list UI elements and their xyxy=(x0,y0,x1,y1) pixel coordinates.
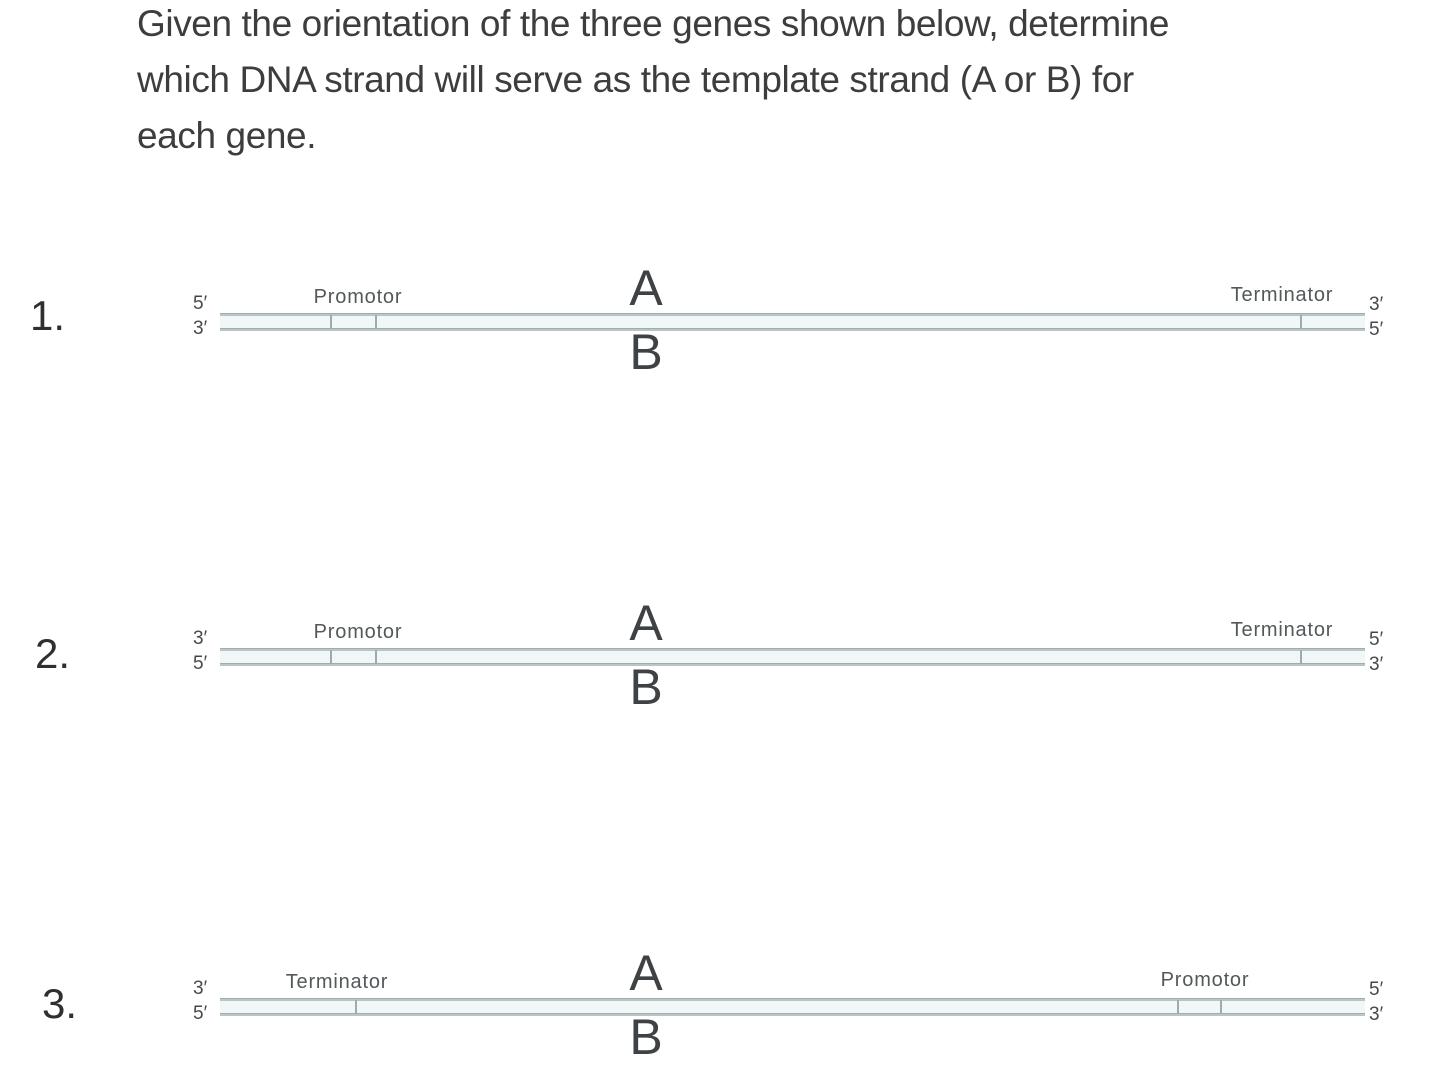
promoter-label: Promotor xyxy=(1160,969,1250,991)
left-bottom-end-label: 3′ xyxy=(193,318,208,339)
question-text: Given the orientation of the three genes… xyxy=(137,0,1387,164)
strand-b-line xyxy=(220,1013,1365,1016)
terminator-label: Terminator xyxy=(285,971,389,993)
promoter-tick xyxy=(330,650,332,664)
left-bottom-end-label: 5′ xyxy=(193,1003,208,1024)
strand-a-label: A xyxy=(629,595,663,651)
question-line-3: each gene. xyxy=(137,115,317,156)
strand-b-line xyxy=(220,663,1365,666)
strand-b-label: B xyxy=(629,324,663,380)
promoter-tick xyxy=(375,315,377,329)
left-bottom-end-label: 5′ xyxy=(193,653,208,674)
strand-gap-fill xyxy=(220,316,1365,328)
right-top-end-label: 5′ xyxy=(1369,979,1384,1000)
promoter-tick xyxy=(330,315,332,329)
promoter-label: Promotor xyxy=(313,286,403,308)
strand-b-line xyxy=(220,328,1365,331)
strand-a-line xyxy=(220,648,1365,651)
strand-gap-fill xyxy=(220,1001,1365,1013)
right-bottom-end-label: 3′ xyxy=(1369,1004,1384,1025)
left-top-end-label: 3′ xyxy=(193,628,208,649)
item-number: 2. xyxy=(35,630,71,677)
promoter-tick xyxy=(1220,1000,1222,1014)
terminator-label: Terminator xyxy=(1230,619,1334,641)
question-line-2: which DNA strand will serve as the templ… xyxy=(137,59,1134,100)
promoter-label: Promotor xyxy=(313,621,403,643)
terminator-tick xyxy=(1300,315,1302,329)
right-top-end-label: 5′ xyxy=(1369,629,1384,650)
promoter-tick xyxy=(375,650,377,664)
question-line-1: Given the orientation of the three genes… xyxy=(137,3,1170,44)
strand-gap-fill xyxy=(220,651,1365,663)
item-number: 3. xyxy=(42,980,78,1027)
strand-a-label: A xyxy=(629,260,663,316)
left-top-end-label: 5′ xyxy=(193,293,208,314)
right-bottom-end-label: 3′ xyxy=(1369,654,1384,675)
terminator-tick xyxy=(1300,650,1302,664)
item-number: 1. xyxy=(30,292,66,339)
right-bottom-end-label: 5′ xyxy=(1369,319,1384,340)
right-top-end-label: 3′ xyxy=(1369,294,1384,315)
strand-a-line xyxy=(220,313,1365,316)
strand-b-label: B xyxy=(629,1009,663,1065)
terminator-label: Terminator xyxy=(1230,284,1334,306)
strand-b-label: B xyxy=(629,659,663,715)
promoter-tick xyxy=(1177,1000,1179,1014)
terminator-tick xyxy=(355,1000,357,1014)
strand-a-label: A xyxy=(629,945,663,1001)
strand-a-line xyxy=(220,998,1365,1001)
left-top-end-label: 3′ xyxy=(193,978,208,999)
